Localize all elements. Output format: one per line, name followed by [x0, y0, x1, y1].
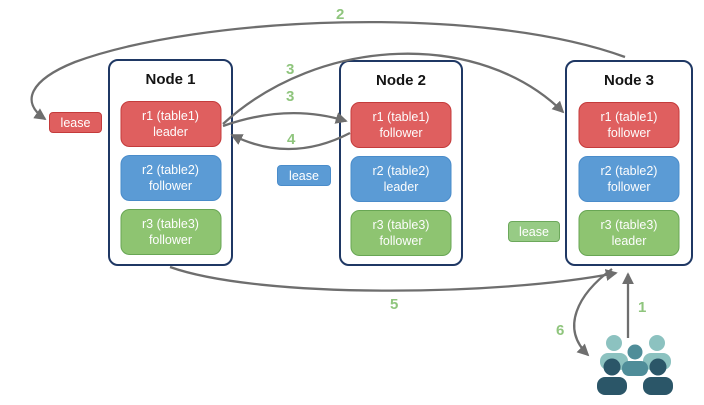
step-label-5: 5	[390, 296, 399, 313]
range-name: r1 (table1)	[600, 109, 658, 124]
range-name: r2 (table2)	[600, 163, 658, 178]
range-role: follower	[607, 126, 651, 140]
node-3-range-r1: r1 (table1) follower	[578, 102, 680, 148]
lease-badge-r2: lease	[277, 165, 331, 186]
range-role: leader	[153, 125, 188, 139]
range-role: follower	[607, 180, 651, 194]
node-1-range-r1: r1 (table1) leader	[120, 101, 221, 147]
node-3: Node 3 r1 (table1) follower r2 (table2) …	[565, 60, 693, 266]
node-3-title: Node 3	[603, 72, 654, 89]
node-2-title: Node 2	[375, 72, 426, 89]
step-label-3a: 3	[286, 61, 295, 78]
range-role: follower	[148, 233, 193, 247]
node-3-range-r3: r3 (table3) leader	[578, 210, 680, 256]
range-name: r1 (table1)	[142, 108, 199, 123]
node-1-range-r3: r3 (table3) follower	[120, 209, 221, 255]
range-name: r2 (table2)	[142, 162, 199, 177]
lease-badge-r1: lease	[49, 112, 102, 133]
lease-badge-r3: lease	[508, 221, 560, 242]
range-role: leader	[611, 234, 647, 248]
step-label-2: 2	[336, 6, 345, 23]
range-role: follower	[148, 179, 193, 193]
node-2: Node 2 r1 (table1) follower r2 (table2) …	[339, 60, 463, 266]
range-name: r3 (table3)	[600, 217, 658, 232]
node-3-range-r2: r2 (table2) follower	[578, 156, 680, 202]
arrow-step-3-to-node2	[222, 111, 348, 128]
node-2-range-r1: r1 (table1) follower	[350, 102, 452, 148]
arrow-step-5	[169, 265, 618, 292]
range-name: r3 (table3)	[372, 217, 430, 232]
step-label-3b: 3	[286, 88, 295, 105]
range-name: r3 (table3)	[142, 216, 199, 231]
range-role: follower	[379, 126, 423, 140]
step-label-6: 6	[556, 322, 565, 339]
range-name: r1 (table1)	[372, 109, 430, 124]
node-2-range-r2: r2 (table2) leader	[350, 156, 452, 202]
users-group-icon	[597, 335, 673, 395]
step-label-4: 4	[287, 131, 296, 148]
node-1-title: Node 1	[145, 71, 196, 88]
range-role: leader	[383, 180, 419, 194]
range-name: r2 (table2)	[372, 163, 430, 178]
step-label-1: 1	[638, 299, 647, 316]
arrow-step-6	[573, 268, 613, 357]
range-role: follower	[379, 234, 423, 248]
node-1: Node 1 r1 (table1) leader r2 (table2) fo…	[108, 59, 233, 266]
node-1-range-r2: r2 (table2) follower	[120, 155, 221, 201]
node-2-range-r3: r3 (table3) follower	[350, 210, 452, 256]
